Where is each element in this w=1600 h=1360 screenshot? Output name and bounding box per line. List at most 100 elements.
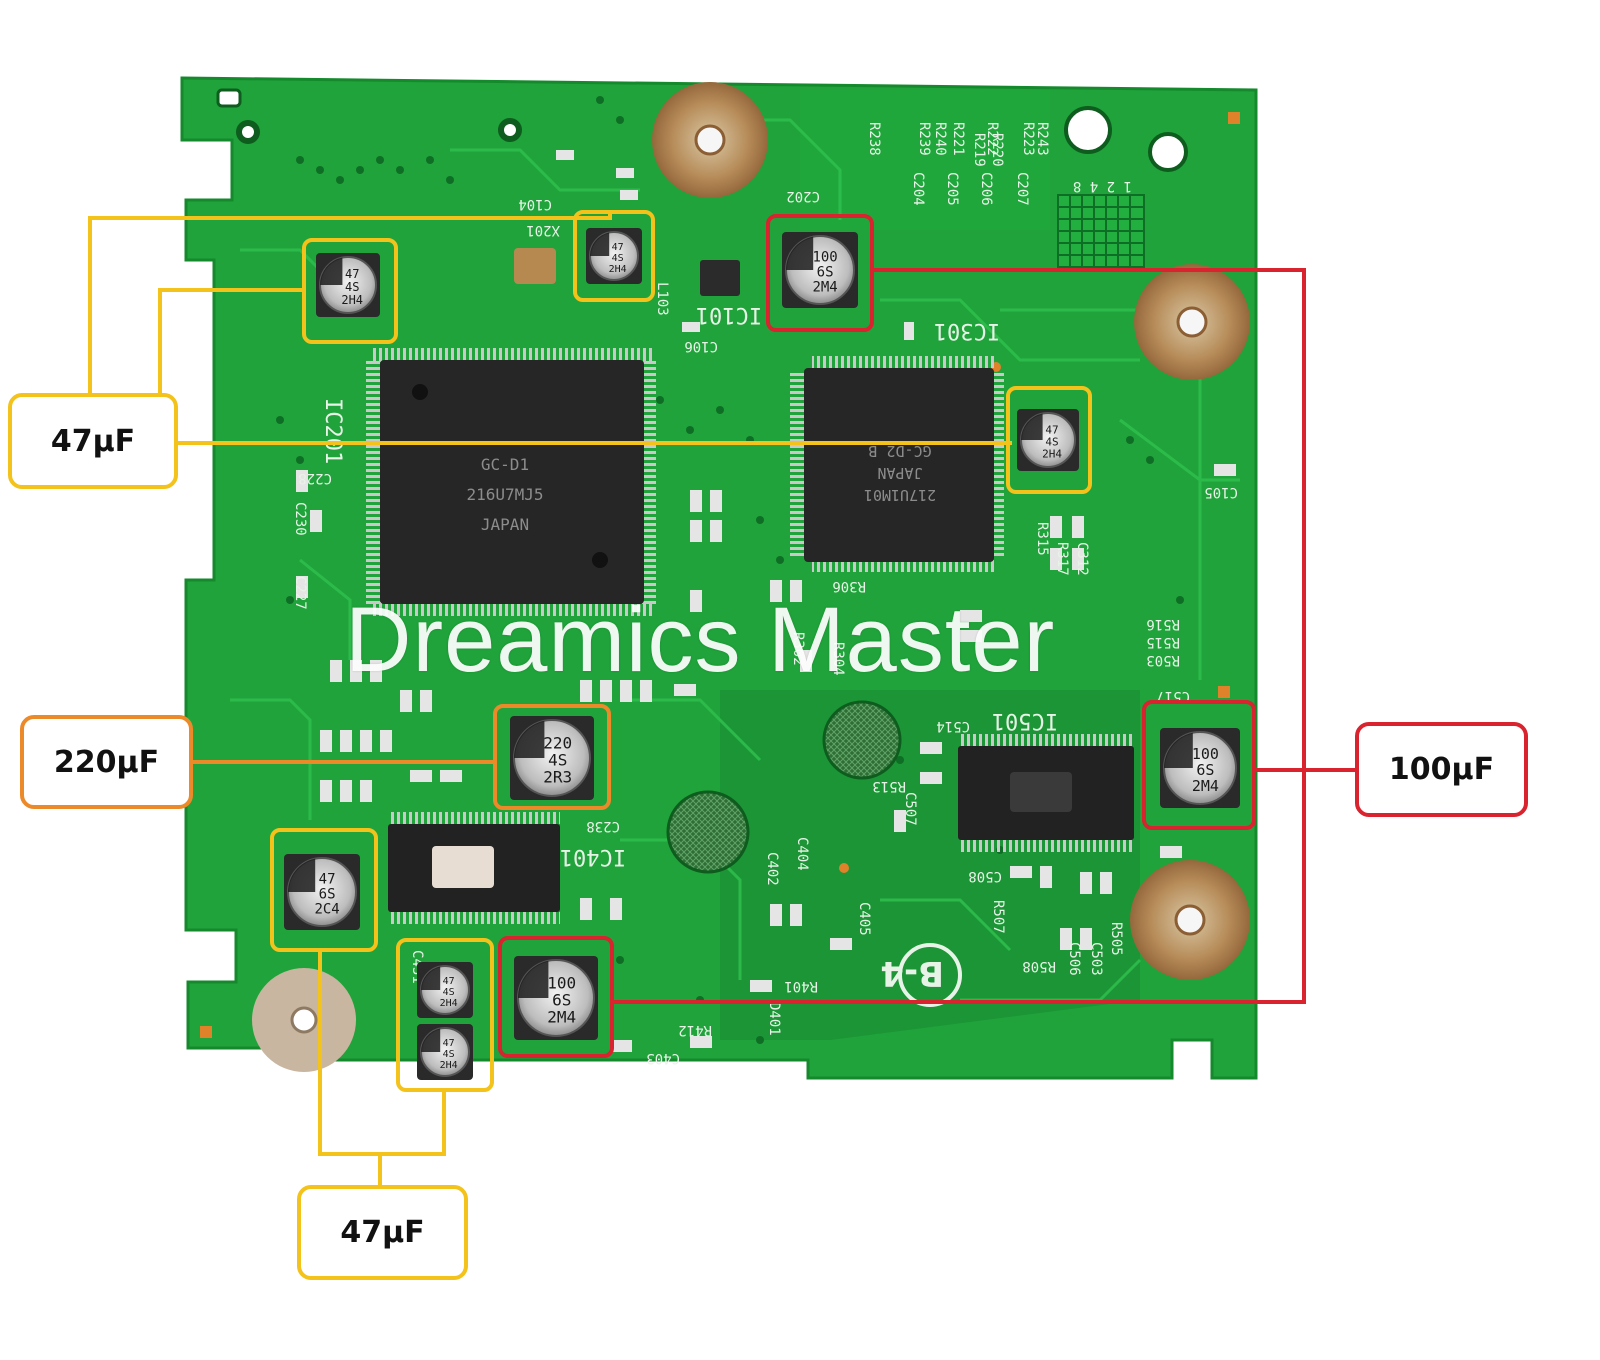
capacitor-marking: 2H4 [609,264,627,275]
capacitor-layer: 474S2H4474S2H41006S2M4474S2H42204S2R3100… [284,228,1240,1080]
silk-r240: R240 [932,122,948,156]
silk-r306: R306 [832,578,866,594]
highlight-box-47uf [302,238,398,344]
capacitor-marking: 2H4 [440,1060,458,1071]
silk-c202: C202 [786,188,820,204]
capacitor-marking: 4S [443,1049,455,1060]
highlight-boxes [270,210,1256,1092]
chip-gc-d1-line3: JAPAN [481,515,529,534]
silk-l103: L103 [654,282,670,316]
highlight-box-220uf [493,704,611,810]
silk-r239: R239 [916,122,932,156]
silk-r401: R401 [784,978,818,994]
silk-b4: B-4 [880,953,944,993]
silk-x201: X201 [526,222,560,238]
capacitor-marking: 6S [319,887,336,903]
silk-c403: C403 [646,1050,680,1066]
crystal [514,248,556,284]
capacitor-marking: 2H4 [440,998,458,1009]
highlight-box-47uf [396,938,494,1092]
chip-gc-d2: 217U1M01 JAPAN GC-D2 B [790,356,1004,572]
silk-1248: 1 2 4 8 [1073,178,1132,194]
silk-r223: R223 [1020,122,1036,156]
leader-line [158,288,305,395]
silk-ic301: IC301 [934,318,1000,343]
callout-lines [88,210,1356,1186]
chip-ic501 [958,734,1134,852]
silk-r238: R238 [866,122,882,156]
silk-c105: C105 [1204,484,1238,500]
silk-c405: C405 [856,902,872,936]
silk-c206: C206 [978,172,994,206]
silk-c227: C227 [292,576,308,610]
silk-ic201: IC201 [320,398,345,464]
capacitor-marking: 2R3 [543,767,572,786]
capacitor-marking: 47 [1045,423,1058,436]
capacitor-marking: 4S [548,750,567,769]
highlight-box-47uf [270,828,378,952]
silk-c507: C507 [902,792,918,826]
capacitor-marking: 2H4 [341,293,363,307]
silk-c106: C106 [684,338,718,354]
silk-r505: R505 [1108,922,1124,956]
small-ic [700,260,740,296]
capacitor-marking: 4S [612,253,624,264]
silk-c404: C404 [794,837,810,871]
silk-r508: R508 [1022,958,1056,974]
silkscreen-labels: C105 C238 C402 C404 C405 R401 C431 C403 … [292,122,1238,1066]
capacitor-marking: 220 [543,733,572,752]
silk-c514: C514 [936,718,970,734]
silk-c230: C230 [292,502,308,536]
highlight-box-100uf [766,214,874,332]
capacitor-marking: 4S [443,987,455,998]
capacitor-marking: 2M4 [812,280,837,296]
callout-47uf-bottom: 47µF [297,1185,468,1280]
capacitor-marking: 2M4 [547,1007,576,1026]
capacitor-marking: 47 [443,1038,455,1049]
silk-c228: C228 [298,470,332,486]
silk-r304: R304 [830,642,846,676]
silk-r503: R503 [1146,652,1180,668]
leader-line [610,268,1306,1004]
silk-c204: C204 [910,172,926,206]
capacitor-marking: 47 [345,267,359,281]
callout-100uf: 100µF [1355,722,1528,817]
silk-c402: C402 [764,852,780,886]
silk-r317: R317 [1054,542,1070,576]
highlight-box-100uf [498,936,614,1058]
silk-ic101: IC101 [696,302,762,327]
chip-gc-d2-line2: JAPAN [877,464,922,482]
chip-gc-d1-line1: GC-D1 [481,455,529,474]
capacitor-marking: 6S [1196,761,1214,779]
silk-r222: R222 [984,122,1000,156]
silk-c312: C312 [1074,542,1090,576]
silk-r221: R221 [950,122,966,156]
callout-47uf-top-left: 47µF [8,393,178,489]
b4-marking: B-4 [880,943,962,1007]
silk-c506: C506 [1066,942,1082,976]
highlight-box-47uf [1006,386,1092,494]
silk-d401: D401 [766,1002,782,1036]
capacitor-marking: 100 [547,973,576,992]
capacitor-marking: 47 [443,976,455,987]
capacitor-marking: 2C4 [314,902,339,918]
chip-gc-d1-line2: 216U7MJ5 [466,485,543,504]
silk-ic501: IC501 [992,708,1058,733]
silk-r412: R412 [678,1022,712,1038]
silk-r507: R507 [990,900,1006,934]
ic-labels: IC201 IC301 IC501 IC401 IC101 [320,302,1058,869]
highlight-box-100uf [1142,700,1256,830]
silk-c503: C503 [1088,942,1104,976]
silk-r243: R243 [1034,122,1050,156]
watermark-text: Dreamics Master [345,589,1056,691]
callout-220uf: 220µF [20,715,193,809]
capacitor-marking: 4S [345,280,359,294]
